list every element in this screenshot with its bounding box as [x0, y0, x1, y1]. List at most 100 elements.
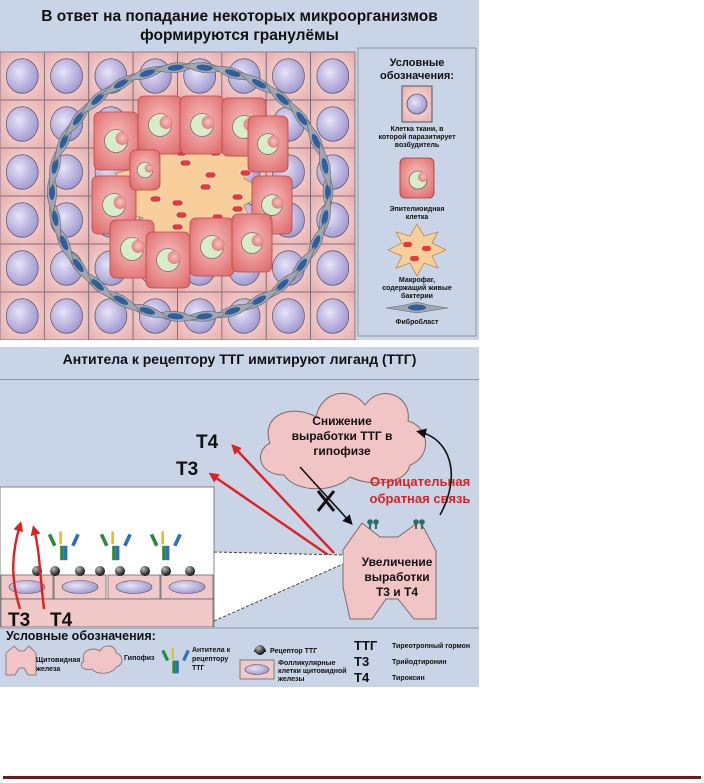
t4-label: Т4 [196, 432, 219, 453]
legend-fibroblast-icon [385, 301, 449, 314]
pituitary-text-2: выработки ТТГ в [292, 429, 393, 443]
antibody [47, 531, 80, 561]
legend-title-line1: Условные [390, 57, 445, 69]
bacterium [171, 199, 184, 207]
tsh-receptor [50, 566, 60, 576]
legend-abbr-t3: Т3 [354, 654, 369, 669]
bacterium [179, 159, 192, 167]
legend-thyroid-icon [5, 645, 37, 676]
t3-label: Т3 [176, 459, 198, 480]
antibody-legend: Условные обозначения: Щитовидная железа … [0, 627, 479, 687]
pituitary-shape [260, 392, 426, 490]
follicular-cell-nucleus [168, 580, 206, 594]
epithelioid-cell [179, 95, 225, 155]
blocked-x-icon [316, 490, 336, 512]
tissue-cell-nucleus [316, 58, 350, 94]
fibroblast [319, 142, 331, 190]
tsh-receptor [75, 566, 85, 576]
bacterium [239, 169, 252, 177]
legend-macrophage-icon [387, 223, 447, 277]
thyroid-antibodies [367, 519, 425, 529]
bacterium [175, 211, 188, 219]
legend-epithelioid-icon [399, 157, 435, 199]
legend-antibody-icon [161, 647, 190, 674]
tissue-cell-nucleus [272, 298, 305, 334]
bacterium [171, 223, 184, 231]
tissue-cell-nucleus [316, 106, 350, 142]
legend-thyroid-label-2: железа [35, 666, 60, 673]
thyroid-shape [342, 520, 437, 620]
legend-tissue-cell-label-1: Клетка ткани, в [391, 126, 444, 133]
antibody [99, 531, 132, 561]
antibody-panel: Антитела к рецептору ТТГ имитируют лиган… [0, 347, 479, 687]
inset-t4-arrow [30, 525, 46, 610]
legend-follicular-label-1: Фолликулярные [278, 660, 336, 667]
legend-macrophage-label-2: содержащий живые [382, 284, 452, 292]
epithelioid-cell [91, 175, 137, 235]
legend-tissue-cell-label-3: возбудитель [395, 141, 440, 149]
legend-pituitary-icon [80, 645, 123, 674]
legend-abbr-ttg-desc: Тиреотропный гормон [392, 642, 470, 650]
antibody-diagram: Снижение выработки ТТГ в гипофизе Отрица… [0, 379, 479, 687]
legend-macrophage-label-1: Макрофаг, [399, 277, 435, 284]
legend-tissue-cell-icon [401, 85, 433, 123]
tissue-cell-nucleus [5, 106, 39, 142]
legend2-title: Условные обозначения: [6, 629, 156, 643]
pituitary-text-3: гипофизе [313, 444, 371, 458]
legend-fibroblast-label: Фибробласт [396, 318, 440, 326]
legend-follicular-label-3: железы [277, 676, 304, 683]
granuloma-title-line1: В ответ на попадание некоторых микроорга… [41, 8, 438, 25]
granuloma-legend: Условные обозначения: Клетка ткани, в ко… [357, 47, 477, 337]
bacterium [231, 193, 244, 201]
legend-antibody-label-2: рецептору [192, 656, 228, 663]
legend-antibody-label-1: Антитела к [192, 647, 231, 654]
inset-t3-arrow [12, 521, 24, 610]
legend-abbr-t3-desc: Трийодтиронин [392, 658, 447, 666]
epithelioid-cell [231, 213, 273, 273]
tissue-cell-nucleus [5, 154, 39, 190]
granuloma-title: В ответ на попадание некоторых микроорга… [0, 7, 479, 45]
tissue-cell-nucleus [5, 298, 39, 334]
fibroblast [151, 311, 200, 322]
feedback-label-2: обратная связь [370, 491, 471, 506]
antibody-icon [161, 647, 190, 674]
feedback-label-1: Отрицательная [370, 474, 470, 489]
legend-abbr-t4-desc: Тироксин [392, 675, 425, 682]
inset-t3-label: Т3 [8, 610, 30, 631]
tsh-receptor [95, 566, 105, 576]
tsh-receptor [161, 566, 171, 576]
inset-t4-label: Т4 [50, 610, 73, 631]
zoom-wedge [214, 552, 343, 621]
epithelioid-cell [247, 115, 289, 173]
antibody [419, 519, 425, 529]
thyroid-text-1: Увеличение [362, 555, 433, 569]
legend-abbr-t4: Т4 [354, 670, 370, 685]
tsh-receptor [115, 566, 125, 576]
tsh-receptor [140, 566, 150, 576]
bacterium [231, 205, 244, 213]
thyroid-text-2: выработки [364, 570, 429, 584]
antibody [149, 531, 182, 561]
granuloma-panel: В ответ на попадание некоторых микроорга… [0, 0, 479, 340]
legend-epithelioid-label-2: клетка [406, 214, 429, 221]
tissue-cell-nucleus [5, 250, 39, 286]
legend-receptor-icon [254, 645, 266, 655]
antibody [413, 519, 419, 529]
legend-title-line2: обозначения: [380, 70, 454, 82]
antibody-title: Антитела к рецептору ТТГ имитируют лиган… [62, 351, 417, 367]
legend-tissue-cell-label-2: которой паразитирует [378, 133, 456, 141]
antibody [373, 519, 379, 529]
legend-abbr-ttg: ТТГ [354, 638, 378, 653]
tissue-cell-nucleus [50, 58, 83, 94]
epithelioid-cell [137, 95, 183, 155]
legend-follicular-icon [239, 659, 275, 680]
tissue-cell-nucleus [272, 58, 305, 94]
bacterium [199, 183, 212, 191]
t4-arrow [231, 444, 335, 554]
granuloma [46, 62, 334, 322]
epithelioid-cell [93, 111, 139, 171]
legend-pituitary-label: Гипофиз [124, 655, 155, 662]
legend-follicular-label-2: клетки щитовидной [278, 667, 347, 675]
page-bottom-rule [3, 776, 701, 779]
follicular-lower-row [0, 598, 214, 628]
